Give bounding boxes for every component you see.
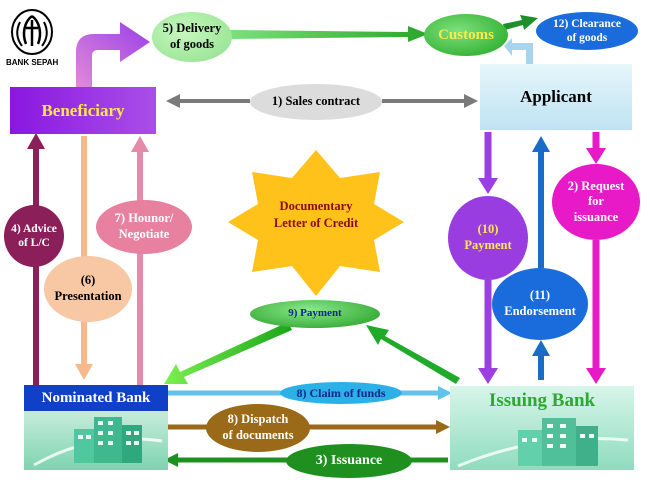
issuance-label: 3) Issuance — [315, 453, 383, 469]
letter-of-credit-line2: Letter of Credit — [273, 215, 359, 230]
nominated-bank-box: Nominated Bank — [24, 385, 168, 470]
advice-label-line2: of L/C — [18, 237, 50, 249]
applicant-to-customs-arrow — [504, 38, 533, 64]
bank-sepah-emblem-icon — [11, 9, 53, 55]
advice-oval: 4) Advice of L/C — [4, 205, 64, 267]
nominated-bank-title: Nominated Bank — [24, 385, 168, 411]
claim-of-funds-oval: 8) Claim of funds — [280, 382, 402, 404]
clearance-label-line1: 12) Clearance — [552, 17, 622, 30]
delivery-to-customs-arrow — [230, 26, 428, 42]
delivery-label-line1: 5) Delivery — [162, 21, 222, 36]
issuing-bank-title: Issuing Bank — [450, 390, 634, 412]
payment-9-oval: 9) Payment — [250, 300, 380, 328]
customs-oval: Customs — [424, 14, 508, 56]
beneficiary-to-delivery-arrow — [76, 22, 150, 87]
customs-to-clearance-arrow — [503, 15, 538, 30]
presentation-label-line2: Presentation — [54, 289, 122, 303]
payment-10-label-line2: Payment — [464, 238, 512, 252]
claim-of-funds-label: 8) Claim of funds — [296, 385, 386, 400]
clearance-oval: 12) Clearance of goods — [536, 12, 638, 50]
letter-of-credit-star — [228, 150, 404, 296]
logo-text: BANK SEPAH — [6, 58, 59, 67]
request-label-line2: for — [588, 194, 604, 209]
beneficiary-box: Beneficiary — [10, 87, 156, 134]
delivery-label-line2: of goods — [169, 37, 215, 51]
advice-label-line1: 4) Advice — [11, 222, 57, 235]
payment-10-oval: (10) Payment — [448, 196, 528, 280]
request-oval: 2) Request for issuance — [552, 164, 640, 240]
honour-label-line2: Negotiate — [118, 227, 170, 241]
request-label-line1: 2) Request — [567, 178, 625, 193]
presentation-label-line1: (6) — [80, 273, 96, 288]
presentation-oval: (6) Presentation — [44, 256, 132, 322]
dispatch-label-line2: of documents — [222, 428, 294, 442]
payment-10-label-line1: (10) — [477, 222, 499, 237]
endorsement-label-line2: Endorsement — [504, 304, 576, 318]
issuing-bank-box: Issuing Bank — [450, 386, 634, 470]
issuance-oval: 3) Issuance — [286, 444, 412, 478]
nominated-bank-building-icon — [33, 417, 163, 467]
request-label-line3: issuance — [573, 209, 619, 224]
dispatch-label-line1: 8) Dispatch — [227, 412, 289, 427]
customs-label: Customs — [438, 26, 494, 43]
dispatch-oval: 8) Dispatch of documents — [206, 404, 310, 452]
bank-sepah-logo: BANK SEPAH — [6, 8, 58, 68]
letter-of-credit-line1: Documentary — [279, 199, 353, 213]
issuing-bank-building-icon — [457, 418, 629, 468]
delivery-oval: 5) Delivery of goods — [152, 12, 232, 62]
beneficiary-label: Beneficiary — [41, 100, 125, 120]
endorsement-oval: (11) Endorsement — [492, 268, 588, 340]
applicant-label: Applicant — [520, 87, 592, 106]
endorsement-label-line1: (11) — [529, 288, 551, 303]
clearance-label-line2: of goods — [566, 32, 608, 44]
issuing-bank-label: Issuing Bank — [488, 390, 596, 411]
nominated-bank-label: Nominated Bank — [41, 389, 151, 406]
applicant-box: Applicant — [480, 64, 632, 130]
letter-of-credit-title: Documentary Letter of Credit — [256, 198, 376, 232]
sales-contract-oval: 1) Sales contract — [250, 84, 382, 120]
sales-contract-label: 1) Sales contract — [271, 94, 361, 109]
honour-label-line1: 7) Hounor/ — [114, 211, 174, 226]
payment-9-right-arrow — [366, 325, 460, 384]
payment-9-label: 9) Payment — [288, 307, 342, 320]
payment-9-left-arrow — [164, 322, 292, 384]
honour-oval: 7) Hounor/ Negotiate — [96, 200, 192, 254]
